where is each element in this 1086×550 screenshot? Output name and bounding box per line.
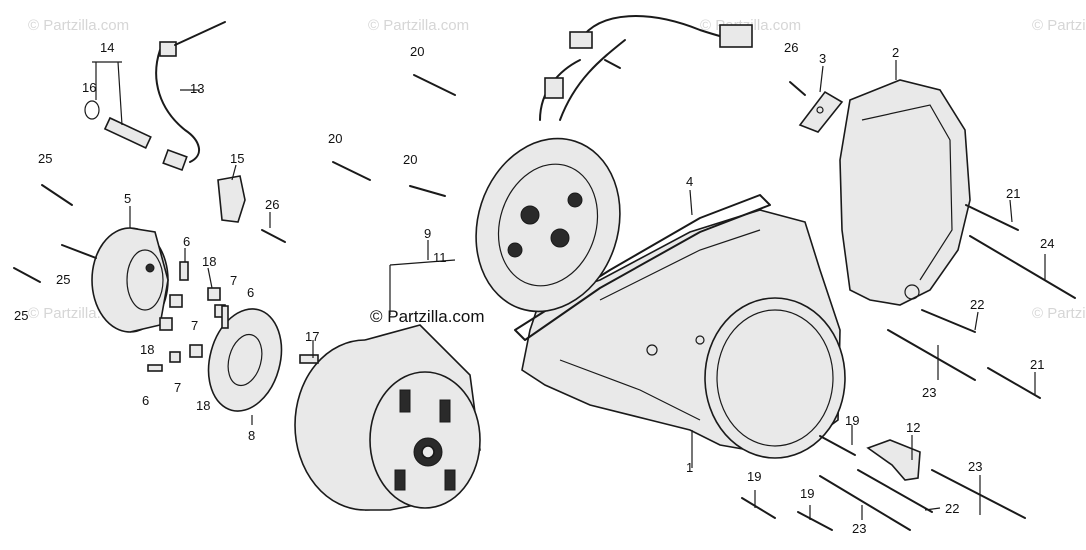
bolt-22a — [921, 309, 976, 333]
callout-20b: 20 — [328, 131, 342, 146]
callout-19c: 19 — [800, 486, 814, 501]
callout-26a: 26 — [265, 197, 279, 212]
callout-5: 5 — [124, 191, 131, 206]
small-parts-rollers-springs[interactable] — [147, 261, 319, 372]
bolt-20a — [413, 74, 456, 96]
bolt-26a — [261, 229, 286, 243]
stator-assembly[interactable] — [454, 39, 642, 330]
bolts[interactable] — [13, 74, 1076, 531]
roller-7c — [169, 351, 181, 363]
callout-9: 9 — [424, 226, 431, 241]
part-12-bracket[interactable] — [866, 439, 921, 481]
callout-21b: 21 — [1030, 357, 1044, 372]
callout-26b: 26 — [784, 40, 798, 55]
watermark-text: © Partzilla.com — [1032, 305, 1086, 322]
callout-15: 15 — [230, 151, 244, 166]
callout-labels: 1 2 3 4 5 6 6 6 7 7 7 8 9 11 12 13 14 15… — [14, 40, 1054, 536]
bolt-19a — [819, 435, 856, 456]
spring-6a — [179, 261, 189, 281]
watermark-text: © Partzilla.com — [368, 17, 469, 34]
bolt-23a — [887, 329, 976, 381]
bolt-19c — [797, 511, 833, 531]
callout-4: 4 — [686, 174, 693, 189]
callout-25b: 25 — [56, 272, 70, 287]
callout-23b: 23 — [968, 459, 982, 474]
callout-7a: 7 — [230, 273, 237, 288]
callout-13: 13 — [190, 81, 204, 96]
leader-lines — [92, 60, 1046, 520]
part-15-bracket[interactable] — [217, 175, 246, 223]
watermark-center: © Partzilla.com — [370, 307, 485, 326]
callout-22b: 22 — [945, 501, 959, 516]
bolt-20c — [409, 185, 446, 197]
bolt-19b — [741, 497, 776, 519]
bolt-24 — [969, 235, 1076, 299]
callout-25a: 25 — [38, 151, 52, 166]
callout-8: 8 — [248, 428, 255, 443]
callout-6b: 6 — [247, 285, 254, 300]
bolt-21a — [965, 204, 1019, 231]
bolt-22b — [857, 469, 933, 513]
part-1-generator-cover[interactable] — [521, 209, 846, 459]
spring-6b — [147, 364, 163, 372]
callout-2: 2 — [892, 45, 899, 60]
callout-3: 3 — [819, 51, 826, 66]
part-3-bracket[interactable] — [798, 90, 844, 133]
roller-18a — [207, 287, 221, 301]
callout-22a: 22 — [970, 297, 984, 312]
callout-19a: 19 — [845, 413, 859, 428]
watermark-text: © Partzilla.com — [1032, 17, 1086, 34]
callout-18b: 18 — [140, 342, 154, 357]
bolt-26b — [789, 81, 806, 96]
part-4-gasket[interactable] — [514, 194, 771, 341]
roller-18b — [159, 317, 173, 331]
callout-7b: 7 — [191, 318, 198, 333]
part-2-outer-cover[interactable] — [839, 79, 971, 306]
callout-6a: 6 — [183, 234, 190, 249]
bolt-23b — [819, 475, 911, 531]
bolt-25a — [41, 184, 73, 206]
wiring-harness[interactable] — [544, 15, 753, 99]
callout-19b: 19 — [747, 469, 761, 484]
part-9-flywheel-rotor[interactable] — [294, 324, 481, 511]
callout-12: 12 — [906, 420, 920, 435]
callout-11: 11 — [433, 250, 447, 265]
bolt-25b — [61, 244, 97, 259]
bolt-23c — [931, 469, 1026, 519]
callout-18a: 18 — [202, 254, 216, 269]
callout-18c: 18 — [196, 398, 210, 413]
watermark-text: © Partzilla.com — [28, 17, 129, 34]
callout-16: 16 — [82, 80, 96, 95]
part-8-plate[interactable] — [198, 301, 293, 420]
callout-24: 24 — [1040, 236, 1054, 251]
pin-17 — [299, 354, 319, 364]
bolt-25c — [13, 267, 41, 283]
callout-7c: 7 — [174, 380, 181, 395]
callout-25c: 25 — [14, 308, 28, 323]
roller-18c — [189, 344, 203, 358]
roller-7b — [169, 294, 183, 308]
callout-23c: 23 — [852, 521, 866, 536]
bolt-20b — [332, 161, 371, 181]
callout-20c: 20 — [403, 152, 417, 167]
part-14-shaft-assembly[interactable] — [84, 21, 226, 172]
spring-6c — [221, 305, 229, 329]
callout-14: 14 — [100, 40, 114, 55]
callout-21a: 21 — [1006, 186, 1020, 201]
callout-1: 1 — [686, 460, 693, 475]
part-5-clutch-plate[interactable] — [91, 227, 169, 333]
callout-6c: 6 — [142, 393, 149, 408]
callout-20a: 20 — [410, 44, 424, 59]
bolt-21b — [987, 367, 1041, 399]
callout-17: 17 — [305, 329, 319, 344]
callout-23a: 23 — [922, 385, 936, 400]
